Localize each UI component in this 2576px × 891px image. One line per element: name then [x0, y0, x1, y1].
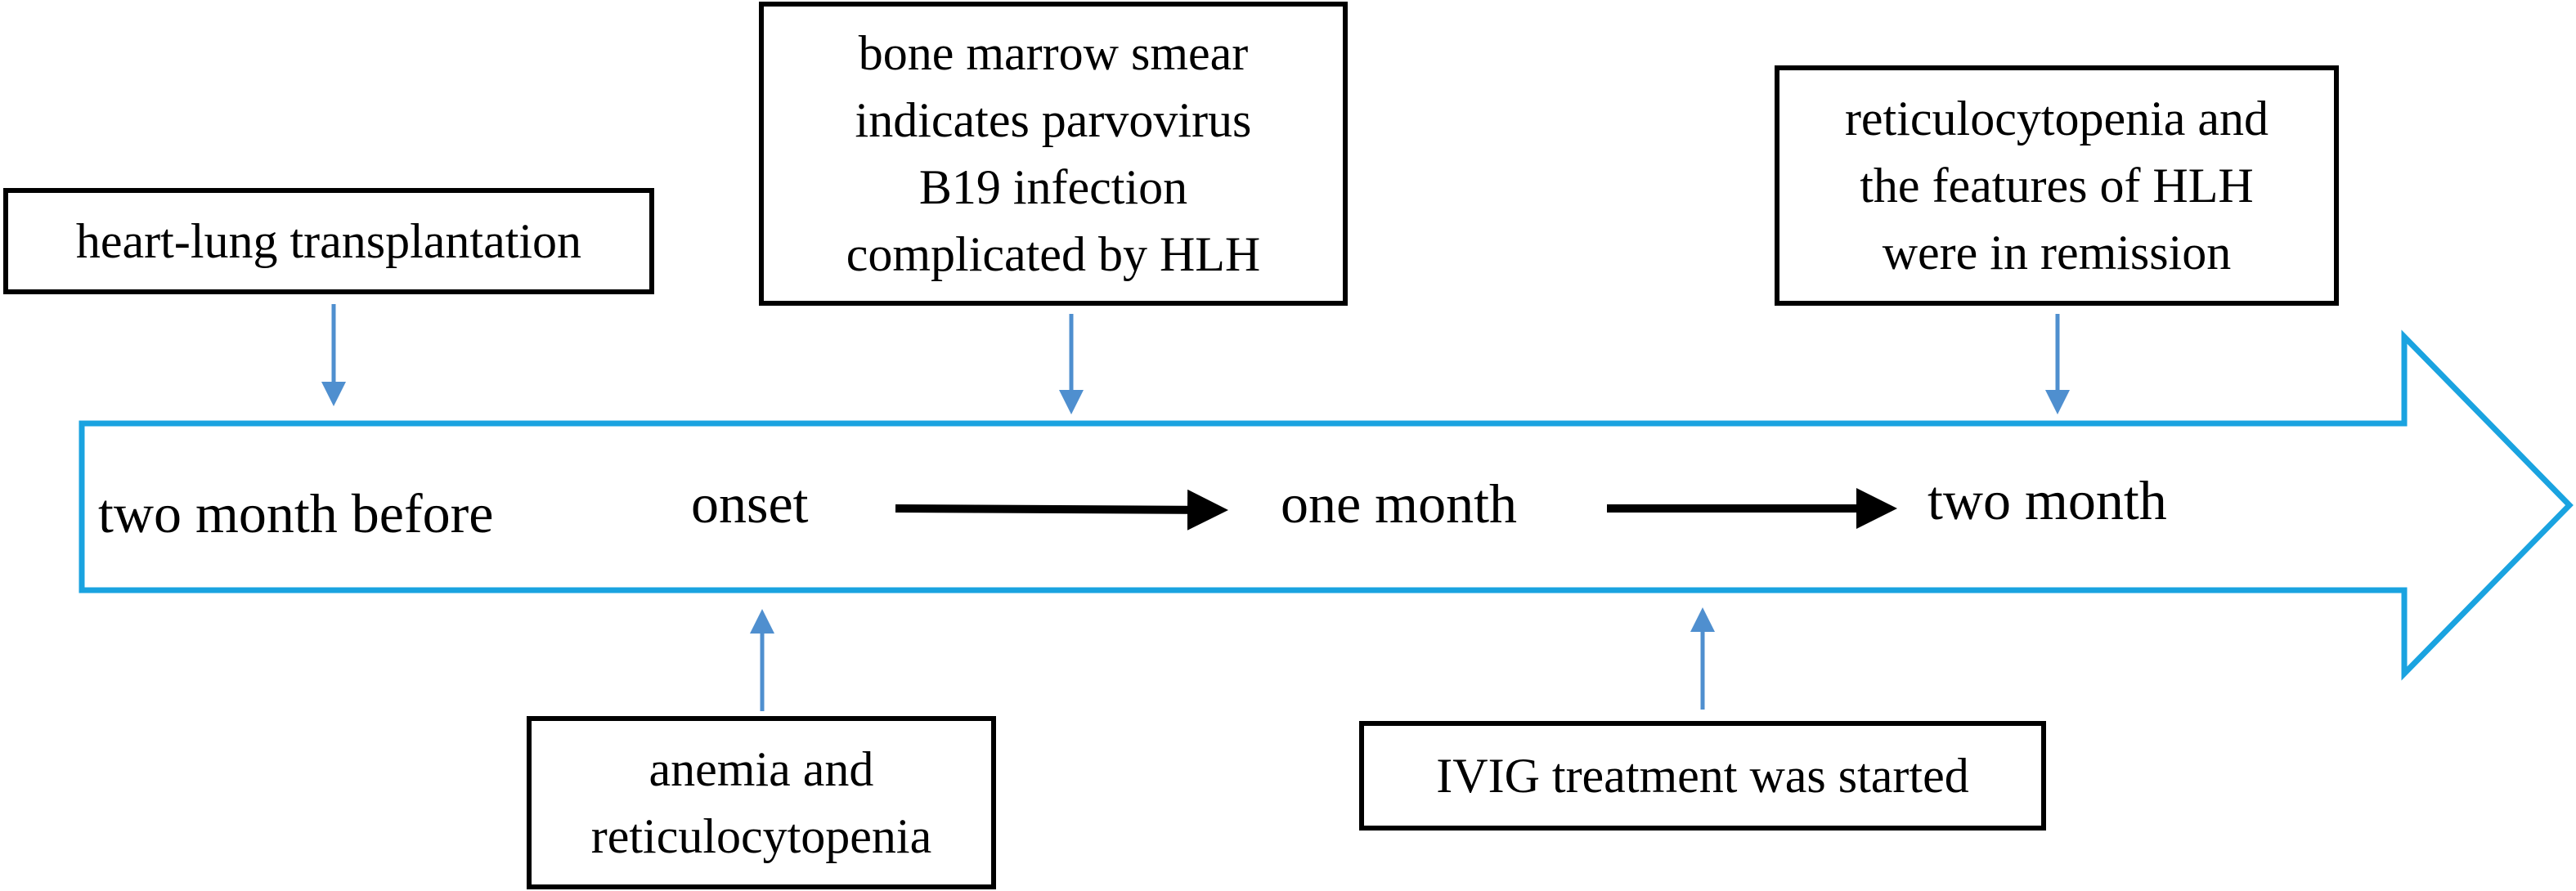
- event-box-ivig: IVIG treatment was started: [1359, 721, 2046, 831]
- progress-arrow-onset-to-one-month: [895, 489, 1228, 531]
- event-text-remission: reticulocytopenia and the features of HL…: [1844, 92, 2269, 280]
- event-text-bone-marrow: bone marrow smear indicates parvovirus B…: [846, 26, 1261, 281]
- event-text-transplant: heart-lung transplantation: [75, 214, 582, 268]
- timeline-label-one-month: one month: [1281, 472, 1517, 535]
- event-box-transplant: heart-lung transplantation: [3, 188, 654, 294]
- event-box-anemia: anemia and reticulocytopenia: [527, 716, 996, 889]
- timeline-label-onset: onset: [691, 472, 809, 535]
- timeline-label-two-month-before: two month before: [98, 482, 494, 544]
- timeline-label-two-month: two month: [1928, 469, 2167, 531]
- event-box-remission: reticulocytopenia and the features of HL…: [1775, 65, 2339, 306]
- timeline-arrow-outline: [79, 329, 2574, 681]
- event-text-anemia: anemia and reticulocytopenia: [590, 742, 932, 863]
- event-text-ivig: IVIG treatment was started: [1436, 749, 1969, 803]
- event-box-bone-marrow: bone marrow smear indicates parvovirus B…: [759, 2, 1348, 306]
